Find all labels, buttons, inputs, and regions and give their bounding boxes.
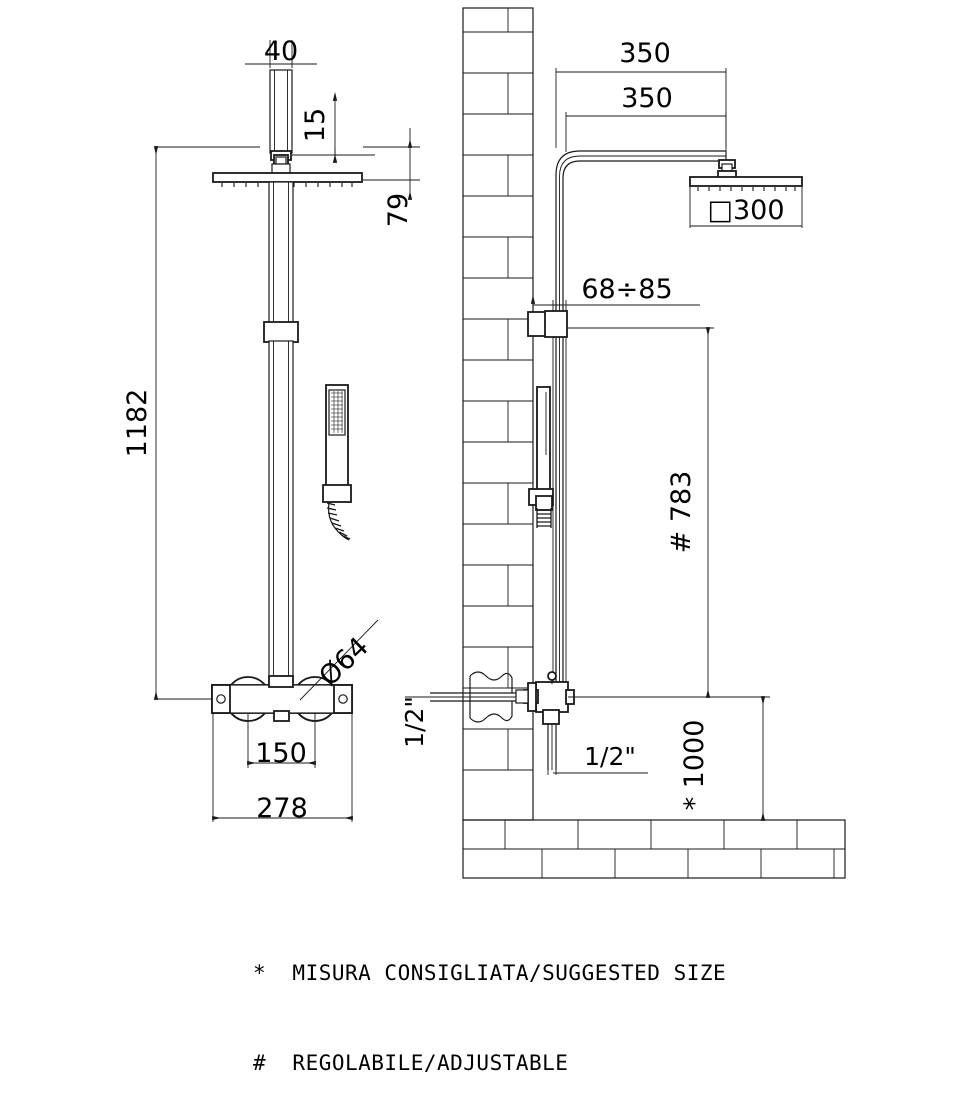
riser-slidebar-side (552, 268, 567, 692)
technical-drawing-svg: .ln{stroke:#1a1a1a;fill:none;stroke-widt… (122, 7, 846, 879)
dim-150-group: 150 (247, 713, 316, 769)
dim-40-group: 40 (245, 36, 317, 68)
dim-inlet-bottom-group: 1/2" (547, 742, 648, 775)
dim-pipe-width: 40 (264, 36, 298, 67)
dim-head-height-offset: 79 (383, 193, 414, 227)
dim-head-size: □300 (707, 195, 784, 226)
dim-mixer-plate-width: 278 (256, 793, 308, 824)
legend-line-2: # REGOLABILE/ADJUSTABLE (253, 1051, 569, 1075)
dim-mixer-height: * 1000 (679, 720, 710, 811)
lower-outlet-pipe (547, 724, 557, 770)
dim-350-outer-group: 350 (555, 38, 727, 148)
wall-inlet-elbow (430, 671, 537, 723)
dim-inlet-bottom: 1/2" (584, 742, 636, 771)
dim-350-inner-group: 350 (565, 83, 727, 152)
riser-pipe-main (268, 181, 294, 325)
dim-inlet-left: 1/2" (400, 696, 429, 748)
gooseneck-arm (555, 150, 727, 268)
side-section-view: □300 (400, 7, 846, 879)
riser-pipe-lower (268, 340, 294, 685)
brick-wall-vertical (462, 7, 534, 821)
dim-79-group: 79 (363, 128, 420, 227)
shower-head-side (689, 176, 803, 228)
dim-arm-reach-inner: 350 (621, 83, 673, 114)
riser-pipe-upper (269, 69, 293, 154)
dim-inlet-left-group: 1/2" (400, 696, 470, 748)
handheld-shower-front (322, 384, 352, 541)
thermostatic-mixer-side (523, 671, 575, 725)
drawing-canvas: .ln{stroke:#1a1a1a;fill:none;stroke-widt… (122, 7, 846, 1075)
thermostatic-mixer-front (211, 675, 353, 722)
front-elevation-view: Ø64 40 15 79 1 (122, 36, 420, 824)
dim-15-group: 15 (292, 91, 375, 163)
dim-783-group: # 783 (567, 327, 714, 698)
knob-diameter-leader: Ø64 (299, 619, 379, 701)
dim-bracket-range-group: 68÷85 (530, 274, 700, 310)
legend-line-1: * MISURA CONSIGLIATA/SUGGESTED SIZE (253, 961, 727, 985)
dim-1000-group: * 1000 (568, 696, 770, 821)
dim-278-group: 278 (212, 713, 353, 824)
dim-arm-reach-outer: 350 (619, 38, 671, 69)
dim-total-height: 1182 (122, 389, 153, 458)
handheld-shower-side (528, 386, 554, 528)
dim-inlet-offset: 15 (300, 108, 331, 142)
dim-mixer-centers: 150 (255, 738, 307, 769)
slider-collar-front (263, 321, 299, 343)
dim-1182-group: 1182 (122, 146, 260, 700)
dim-bracket-range: 68÷85 (581, 274, 672, 305)
brick-floor (462, 819, 846, 879)
legend-block: * MISURA CONSIGLIATA/SUGGESTED SIZE # RE… (253, 898, 726, 1108)
wall-bracket-upper (527, 310, 568, 338)
dim-slider-height: # 783 (666, 471, 697, 554)
head-swivel-side (717, 159, 737, 181)
